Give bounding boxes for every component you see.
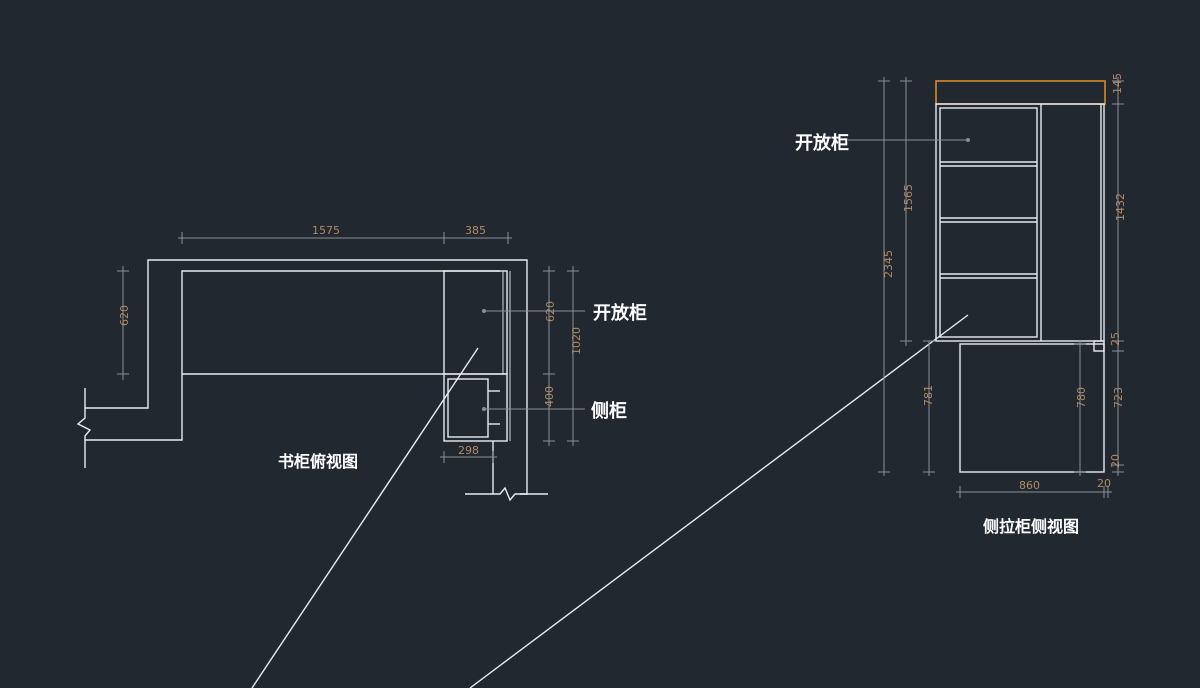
side-dims-left: 2345 1565 781 [878, 77, 935, 476]
dim-25: 25 [1109, 332, 1122, 346]
dim-860: 860 [1019, 479, 1040, 492]
leader-side-dot [482, 407, 486, 411]
dim-780: 780 [1075, 387, 1088, 408]
side-dims-bottom: 860 20 [956, 477, 1112, 498]
break-line-left [76, 388, 92, 468]
plan-view-title: 书柜俯视图 [278, 452, 358, 471]
break-line-bottom [465, 486, 548, 502]
label-side-cabinet: 侧柜 [591, 400, 627, 422]
dim-1575: 1575 [312, 224, 340, 237]
label-open-cabinet: 开放柜 [593, 302, 647, 324]
dim-left: 620 [117, 266, 131, 380]
leader-open-side-dot [966, 138, 970, 142]
label-open-cabinet-side: 开放柜 [795, 132, 849, 154]
dim-145: 145 [1111, 73, 1124, 94]
plan-view: 1575 385 620 620 1020 400 29 [76, 224, 647, 502]
leader-open-dot [482, 309, 486, 313]
dim-right: 620 1020 400 [543, 266, 583, 446]
dim-781: 781 [922, 385, 935, 406]
dim-385: 385 [465, 224, 486, 237]
open-cabinet-plan [443, 270, 508, 375]
dim-bottom: 298 [440, 444, 497, 463]
dim-1565: 1565 [902, 184, 915, 212]
bracket [1093, 340, 1105, 352]
side-dims-right: 780 145 1432 25 723 20 [1074, 73, 1127, 476]
dim-1020: 1020 [570, 327, 583, 355]
dim-1432: 1432 [1114, 193, 1127, 221]
dim-620-left: 620 [118, 305, 131, 326]
dim-298: 298 [458, 444, 479, 457]
reference-line-1 [251, 347, 479, 688]
dim-20-right: 20 [1109, 454, 1122, 468]
upper-cabinet [935, 103, 1105, 342]
dim-20-bottom: 20 [1097, 477, 1111, 490]
dim-top: 1575 385 [178, 224, 512, 244]
top-cabinet-highlight [935, 80, 1106, 105]
lower-cabinet [959, 343, 1105, 473]
dim-2345: 2345 [882, 250, 895, 278]
side-cabinet-outer [443, 373, 508, 442]
dim-400: 400 [543, 386, 556, 407]
side-cabinet-inner [447, 378, 489, 438]
dim-723: 723 [1112, 387, 1125, 408]
side-view-title: 侧拉柜侧视图 [983, 517, 1079, 536]
side-view: 2345 1565 781 780 145 1432 25 723 20 [795, 73, 1127, 536]
reference-line-2 [469, 314, 969, 688]
